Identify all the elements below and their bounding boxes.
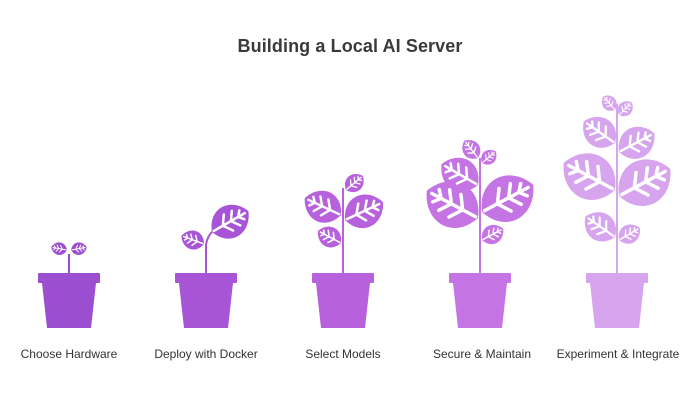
growing-plant-pot-icon xyxy=(414,134,546,328)
diagram-title: Building a Local AI Server xyxy=(237,36,463,56)
stage-2-plant xyxy=(175,195,258,328)
stage-2-label: Deploy with Docker xyxy=(154,347,258,361)
stage-4-plant xyxy=(414,134,546,328)
young-plant-pot-icon xyxy=(296,168,392,328)
seedling-pot-icon xyxy=(38,240,100,328)
stage-1-label: Choose Hardware xyxy=(20,347,118,361)
stage-3-plant xyxy=(296,168,392,328)
stage-5-plant xyxy=(551,91,683,328)
mature-plant-pot-icon xyxy=(551,91,683,328)
stage-1-plant xyxy=(38,240,100,328)
stage-5-label: Experiment & Integrate xyxy=(556,347,680,361)
sprout-pot-icon xyxy=(175,195,258,328)
stage-3-label: Select Models xyxy=(305,347,381,361)
stage-4-label: Secure & Maintain xyxy=(432,347,532,361)
